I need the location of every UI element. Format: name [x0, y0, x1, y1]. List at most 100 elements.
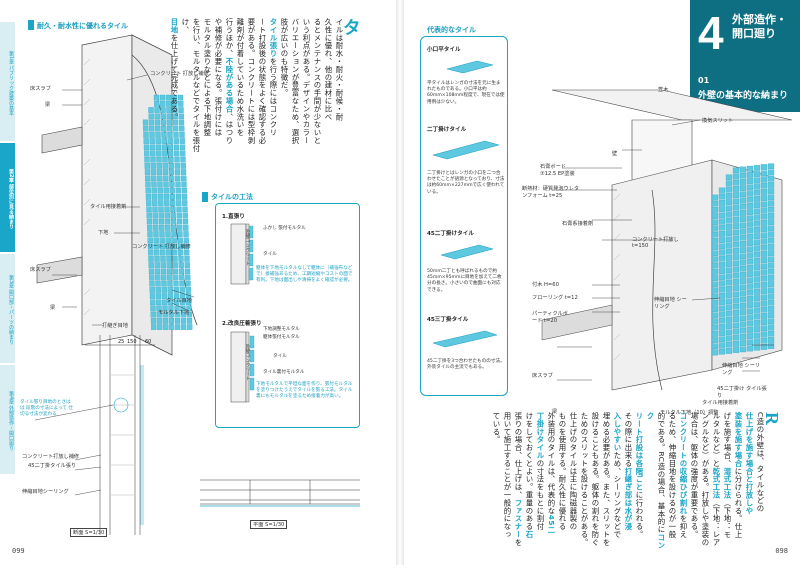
tile	[159, 237, 165, 244]
tile-item-1-illustration	[432, 140, 500, 160]
tile	[175, 175, 181, 182]
label-plasterboard: 石膏ボード⑦12.5 EP塗装	[540, 164, 575, 177]
tile	[753, 171, 761, 177]
label-joint-eye: 打継ぎ目地	[102, 323, 128, 329]
body-line: を行い、モルタルなどでタイルを張付け、	[181, 18, 201, 153]
tile	[725, 180, 733, 187]
tile	[739, 284, 747, 291]
tile	[725, 174, 733, 181]
tile	[154, 107, 160, 113]
tile	[144, 163, 150, 169]
tile	[153, 237, 159, 244]
tile	[725, 224, 733, 230]
tile	[151, 181, 157, 188]
tile	[732, 204, 740, 211]
tile	[179, 138, 185, 144]
tile	[753, 295, 761, 301]
tile	[711, 225, 719, 232]
tile	[725, 217, 733, 224]
tile	[169, 187, 175, 194]
tile	[170, 206, 176, 213]
tile	[767, 188, 775, 194]
tile	[711, 213, 719, 219]
tile	[760, 238, 768, 245]
tile	[186, 318, 193, 324]
tile	[151, 187, 157, 194]
tile	[160, 256, 166, 262]
tile	[732, 310, 740, 316]
tile	[725, 267, 733, 274]
tile-item-0-desc: 平タイルはレンガの寸法を元に生まれたものである。小口平は約60mm×108mm程…	[427, 81, 505, 105]
tile	[767, 200, 775, 207]
tile	[718, 274, 726, 281]
tile	[753, 320, 761, 326]
improved-label-1: 下地調整モルタル	[263, 327, 300, 332]
tile	[753, 289, 761, 295]
tile	[718, 218, 726, 225]
tile	[160, 101, 166, 107]
dim-60: 60	[145, 339, 151, 345]
body-line: タイル張りを行う際にはコンクリ	[269, 18, 278, 137]
side-tab-1[interactable]: 第1章 パブリック建築の基本	[0, 22, 15, 142]
tile	[179, 132, 185, 138]
left-body-text: タイルは耐水・耐火・耐候・耐久性に優れ、他の建材に比べるとメンテナンスの手間が少…	[170, 18, 361, 168]
method-title: タイルの工法	[211, 193, 253, 201]
tile	[753, 202, 761, 208]
side-tab-4[interactable]: 第4章 外部造作・開口廻り	[0, 365, 15, 475]
tile	[725, 248, 733, 255]
tile	[177, 237, 183, 244]
tile	[753, 189, 761, 196]
tile	[168, 311, 174, 318]
tile	[732, 316, 740, 322]
tile	[149, 144, 156, 151]
tile	[711, 194, 719, 201]
tile	[177, 225, 183, 231]
tile	[156, 150, 162, 157]
body-line: いう利点がある。デザインやカラー	[302, 18, 311, 145]
body-line: 塗装を施す場合に分けられる。仕上	[734, 412, 743, 539]
tile	[746, 196, 754, 203]
tile	[143, 138, 149, 144]
tile	[732, 186, 740, 192]
tile	[169, 194, 176, 200]
tile	[160, 119, 167, 126]
tile	[725, 298, 733, 305]
method-marker	[202, 192, 208, 202]
tile	[177, 231, 183, 237]
dim-25: 25	[118, 339, 124, 345]
side-tab-3[interactable]: 第3章 開口部・パーツの納まり	[0, 254, 15, 364]
tile	[163, 194, 170, 200]
tile	[181, 187, 187, 194]
tile	[178, 107, 184, 113]
body-line: タ	[341, 18, 361, 37]
tile	[159, 225, 165, 231]
tile	[153, 243, 160, 250]
tile	[718, 286, 726, 293]
tile	[739, 228, 747, 235]
tile	[767, 237, 775, 244]
tile	[711, 219, 719, 226]
tile	[172, 256, 178, 262]
tile	[156, 305, 162, 312]
tile	[739, 216, 747, 222]
tile	[167, 138, 173, 144]
tile	[753, 183, 761, 190]
left-page: 第1章 パブリック建築の基本 第2章 部位別に見る納まり 第3章 開口部・パーツ…	[0, 0, 398, 565]
tile	[753, 332, 761, 339]
side-tab-2[interactable]: 第2章 部位別に見る納まり	[0, 143, 15, 253]
tile	[175, 187, 181, 194]
label-insulation: 断熱材：硬質発泡ウレタンフォーム t=25	[522, 186, 580, 199]
tile	[739, 172, 747, 179]
tile	[767, 206, 775, 213]
tile	[760, 300, 768, 307]
tile	[760, 263, 768, 270]
tile	[156, 156, 162, 163]
tile	[746, 302, 754, 308]
tile	[161, 287, 167, 293]
tile	[183, 225, 189, 231]
tile	[152, 206, 158, 213]
tile	[711, 324, 719, 331]
tile	[185, 287, 191, 293]
label-concrete: コンクリート 打放し補修	[150, 71, 209, 77]
